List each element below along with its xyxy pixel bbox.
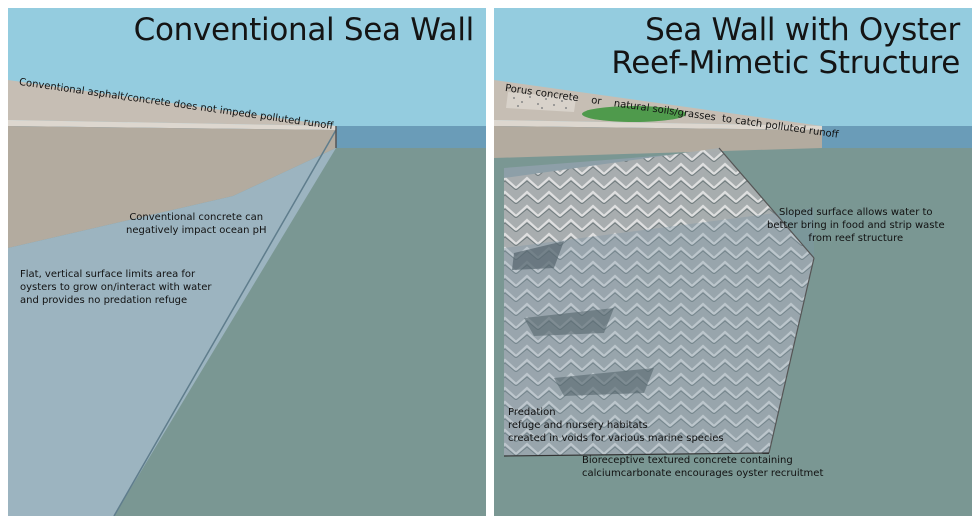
wall-face-above-water: [8, 126, 336, 248]
grass-patch: [582, 106, 686, 122]
slope-note: Sloped surface allows water to better br…: [767, 207, 945, 244]
wall-face-above-water: [494, 126, 822, 158]
reef-shadow-2: [524, 308, 614, 336]
conventional-wall-illustration: [8, 8, 486, 516]
ground-top: [494, 80, 822, 126]
ground-edge: [494, 120, 822, 130]
reef-wall-illustration: [494, 8, 972, 516]
wall-edge: [113, 129, 337, 516]
left-surface-note: Flat, vertical surface limits area for o…: [20, 269, 212, 306]
slope-edge: [718, 147, 815, 259]
porous-texture: [513, 96, 567, 109]
bioreceptive-note: Bioreceptive textured concrete containin…: [582, 455, 824, 479]
ground-edge: [8, 120, 336, 130]
conventional-sea-wall-panel: Conventional Sea Wall Conventional aspha…: [8, 8, 486, 516]
right-panel-title: Sea Wall with Oyster Reef-Mimetic Struct…: [611, 12, 960, 81]
predation-note: Predation refuge and nursery habitats cr…: [508, 407, 724, 444]
oyster-reef-sea-wall-panel: Sea Wall with Oyster Reef-Mimetic Struct…: [494, 8, 972, 516]
porous-concrete-patch: [506, 92, 576, 112]
reef-shadow-3: [554, 368, 654, 396]
left-ph-note: Conventional concrete can negatively imp…: [126, 212, 267, 236]
ground-top: [8, 80, 336, 126]
reef-shadow-1: [512, 241, 564, 270]
left-panel-title: Conventional Sea Wall: [133, 12, 475, 48]
submerged-wall-face: [8, 130, 336, 516]
